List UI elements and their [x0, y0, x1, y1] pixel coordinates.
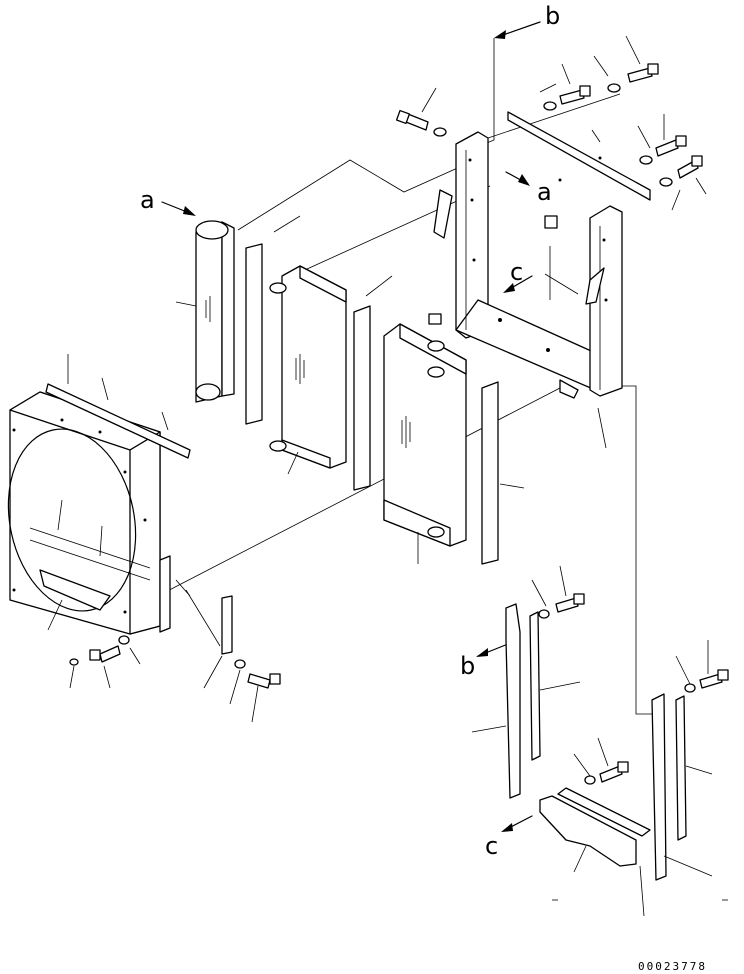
bracket-b-strip: [529, 611, 541, 761]
bolt-bottom-left: [69, 635, 130, 666]
callout-a-mid: a: [537, 178, 552, 206]
callout-c-lower: c: [485, 832, 498, 860]
arrow-c-mid: [503, 275, 533, 293]
seal-strip-2: [353, 305, 371, 491]
seal-strip-1: [245, 243, 263, 425]
bolt-bottom-mid: [234, 659, 281, 689]
support-frame: [433, 111, 651, 399]
bolt-c: [584, 761, 629, 785]
callout-leaders-top: [175, 35, 707, 564]
arrow-a-mid: [505, 171, 530, 186]
bolt-b: [538, 593, 585, 619]
nut-top: [544, 215, 558, 229]
bolt-long: [684, 669, 729, 693]
callout-c-mid: c: [510, 258, 523, 286]
bracket-long-plate: [651, 693, 667, 881]
shroud-top-strip: [45, 383, 191, 459]
bolt-right-2: [659, 155, 703, 187]
bolt-top-1: [543, 85, 591, 111]
arrow-b-top: [494, 21, 541, 39]
bracket-long-strip: [675, 695, 687, 841]
fan-shroud: [7, 391, 161, 635]
cap-small: [428, 313, 442, 325]
bolt-right-1: [639, 135, 687, 165]
callout-leaders-left: [47, 354, 259, 723]
shroud-bracket-lower: [221, 595, 233, 655]
radiator: [269, 265, 347, 469]
shroud-side-plate: [159, 555, 171, 633]
document-number: 00023778: [638, 960, 707, 973]
callout-a-left: a: [140, 186, 155, 214]
oil-cooler: [195, 220, 235, 403]
bracket-c-strip: [557, 787, 651, 837]
callout-leaders-lower: [471, 565, 728, 917]
seal-strip-3: [481, 381, 499, 565]
aftercooler: [383, 323, 467, 547]
bolt-top-left: [395, 109, 447, 137]
arrow-c-lower: [501, 815, 533, 832]
bolt-top-2: [607, 63, 659, 93]
arrow-b-lower: [476, 643, 509, 657]
bracket-c-plate: [539, 795, 637, 867]
bracket-b-plate: [505, 603, 521, 799]
arrow-a-left: [161, 201, 196, 216]
callout-b-top: b: [545, 2, 560, 30]
callout-b-lower: b: [460, 652, 475, 680]
